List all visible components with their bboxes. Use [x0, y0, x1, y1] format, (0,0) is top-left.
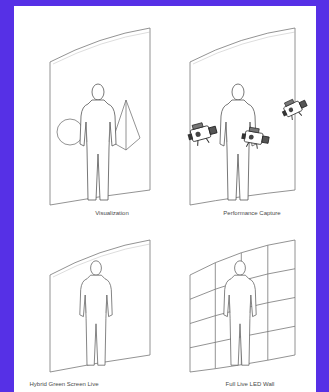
panel-caption: Full Live LED Wall — [226, 380, 275, 388]
panel-caption: Visualization — [95, 209, 129, 217]
panel-caption: Performance Capture — [223, 209, 280, 217]
panel-caption: Hybrid Green Screen Live — [29, 380, 98, 388]
